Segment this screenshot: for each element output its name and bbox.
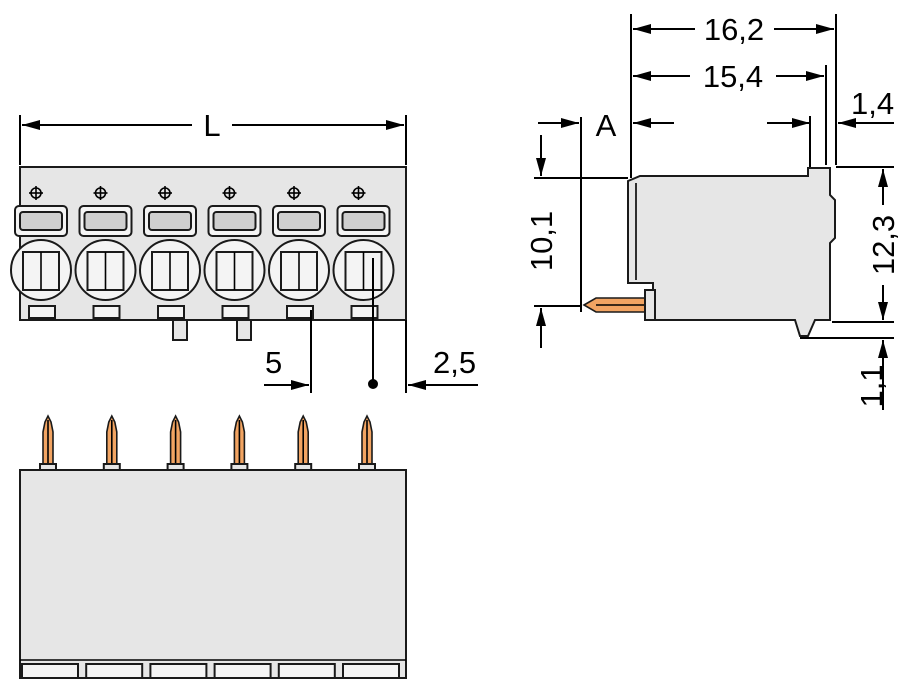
overall-depth-label: 16,2 [704, 12, 764, 47]
offset-arrow [408, 380, 426, 390]
pole-4 [203, 186, 266, 319]
solder-pins [39, 414, 376, 471]
pin-side-housing [19, 469, 407, 679]
latch [28, 305, 56, 319]
actuator-button [83, 211, 128, 231]
pole-6 [332, 186, 395, 319]
pin-height-label: 10,1 [524, 211, 559, 271]
solder-pin-base [230, 463, 249, 471]
inner-depth-arrow-right [806, 71, 824, 81]
solder-pin-2 [102, 414, 121, 471]
inner-depth-label: 15,4 [703, 59, 763, 94]
depth-arrow-right [816, 24, 834, 34]
solder-pin-1 [39, 414, 57, 471]
offset-label: 2,5 [433, 345, 476, 380]
pin-height-arrow-top [536, 158, 546, 176]
l-arrow-right [386, 120, 404, 130]
pole-1 [10, 186, 72, 319]
solder-pin-base [166, 463, 185, 471]
bottom-notch [277, 663, 336, 679]
actuator-button [341, 211, 386, 231]
reference-a-label: A [596, 108, 617, 143]
bottom-notch [149, 663, 208, 679]
rear-step-label: 1,4 [851, 86, 894, 121]
front-view: L 5 2,5 [10, 108, 478, 393]
pole-5 [268, 186, 330, 319]
latch [221, 305, 250, 319]
bottom-notch [21, 663, 79, 679]
rear-step-arrow [838, 118, 856, 128]
body-height-arrow-bottom [878, 302, 888, 320]
center-dot [368, 379, 378, 389]
latch [350, 305, 379, 319]
latch [157, 305, 185, 319]
bottom-notch [213, 663, 272, 679]
pin-height-arrow-bottom [536, 308, 546, 326]
pin-collar [644, 289, 656, 321]
actuator-button [148, 211, 192, 231]
pitch-label: 5 [265, 345, 282, 380]
actuator-button [19, 211, 63, 231]
solder-pin-4 [230, 414, 249, 471]
l-arrow-left [22, 120, 40, 130]
bottom-notches [21, 663, 400, 679]
body-height-label: 12,3 [866, 215, 901, 275]
a-arrow-right [633, 118, 651, 128]
solder-pin-5 [294, 414, 313, 471]
front-poles [10, 186, 395, 319]
body-height-arrow-top [878, 169, 888, 187]
foot-height-label: 1,1 [854, 364, 889, 407]
front-housing [19, 166, 407, 321]
depth-arrow-left [633, 24, 651, 34]
pin-side-view [19, 414, 407, 679]
inner-depth-arrow-left [633, 71, 651, 81]
pitch-arrow [291, 380, 309, 390]
actuator-button [277, 211, 321, 231]
solder-pin-6 [358, 414, 376, 471]
solder-pin-3 [166, 414, 185, 471]
solder-pin-base [39, 463, 57, 471]
bottom-notch [85, 663, 144, 679]
pole-3 [139, 186, 201, 319]
a-arrow-left [561, 118, 579, 128]
actuator-button [212, 211, 257, 231]
pole-2 [74, 186, 137, 319]
bottom-notch [342, 663, 400, 679]
solder-pin-base [294, 463, 313, 471]
latch [92, 305, 121, 319]
side-view: 16,2 15,4 1,4 A 10, [524, 12, 901, 410]
a-arrow-far [792, 118, 810, 128]
solder-pin-base [358, 463, 376, 471]
latch [286, 305, 314, 319]
length-label: L [203, 108, 220, 143]
side-housing [627, 167, 836, 337]
coding-tab [236, 319, 252, 341]
coding-tab [172, 319, 188, 341]
solder-pin-base [102, 463, 121, 471]
